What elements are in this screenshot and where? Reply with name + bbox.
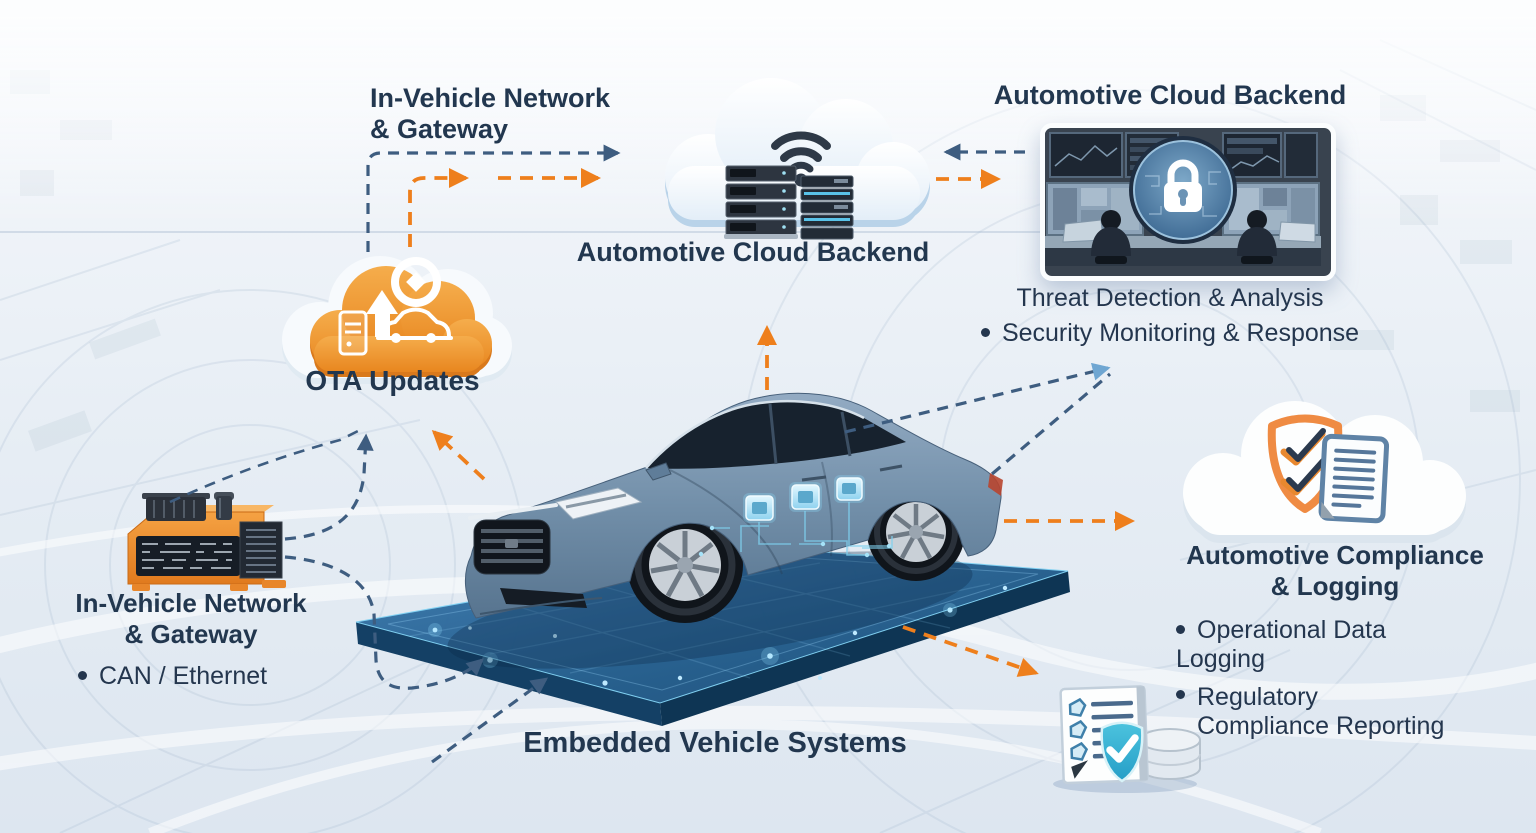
server-stack-icon bbox=[724, 165, 854, 240]
car-icon bbox=[376, 307, 453, 343]
backend-item-2: Security Monitoring & Response bbox=[930, 316, 1410, 351]
vehicle-illustration bbox=[355, 392, 1070, 726]
label-invehicle-left-line2: & Gateway bbox=[124, 619, 258, 649]
database-icon bbox=[1139, 728, 1201, 780]
compliance-cloud-icon bbox=[1183, 401, 1466, 543]
label-invehicle-left-line1: In-Vehicle Network bbox=[75, 588, 307, 618]
label-embedded-systems: Embedded Vehicle Systems bbox=[523, 727, 907, 759]
audit-log-icon bbox=[1053, 685, 1201, 793]
backend-item-2-text: Security Monitoring & Response bbox=[1001, 319, 1360, 347]
compliance-item-2-text: Regulatory Compliance Reporting bbox=[1197, 683, 1445, 740]
shield-check-icon bbox=[1100, 721, 1144, 783]
ecu-modules-icon bbox=[698, 475, 893, 558]
backend-item-1-text: Threat Detection & Analysis bbox=[1016, 284, 1324, 312]
compliance-item-1: Operational Data Logging bbox=[1176, 616, 1476, 674]
backend-bullet-list: Threat Detection & Analysis Security Mon… bbox=[930, 281, 1410, 351]
compliance-item-2: Regulatory Compliance Reporting bbox=[1176, 683, 1476, 741]
compliance-bullet-list: Operational Data Logging Regulatory Comp… bbox=[1176, 616, 1476, 741]
label-compliance-line2: & Logging bbox=[1270, 571, 1400, 601]
security-operations-center-image bbox=[1040, 123, 1336, 281]
compliance-item-1-text: Operational Data Logging bbox=[1176, 616, 1387, 673]
bullet-dot bbox=[78, 670, 87, 680]
bullet-dot bbox=[1176, 624, 1185, 634]
backend-item-1: Threat Detection & Analysis bbox=[930, 281, 1410, 316]
cloud-backend-icon bbox=[665, 78, 930, 240]
ota-cloud-icon bbox=[282, 256, 512, 384]
gateway-bullet-1: CAN / Ethernet bbox=[78, 662, 267, 691]
label-invehicle-top-line2: & Gateway bbox=[370, 114, 509, 144]
label-invehicle-top-line1: In-Vehicle Network bbox=[370, 83, 611, 113]
server-tower-icon bbox=[338, 310, 368, 356]
car-body bbox=[464, 392, 1003, 619]
bullet-dot bbox=[980, 327, 990, 337]
coin-badge-icon bbox=[391, 257, 441, 307]
bullet-dot bbox=[1176, 690, 1185, 699]
label-cloud-backend-center: Automotive Cloud Backend bbox=[576, 237, 930, 267]
lock-icon bbox=[1129, 136, 1237, 244]
document-icon bbox=[1318, 433, 1390, 524]
label-compliance: Automotive Compliance & Logging bbox=[1180, 540, 1490, 602]
label-ota-updates: OTA Updates bbox=[305, 365, 480, 396]
analyst-silhouettes bbox=[1062, 210, 1316, 264]
label-cloud-backend-right-title: Automotive Cloud Backend bbox=[993, 80, 1347, 110]
gateway-bullet-1-text: CAN / Ethernet bbox=[99, 662, 268, 690]
upload-arrow-icon bbox=[366, 290, 398, 337]
label-invehicle-left: In-Vehicle Network & Gateway bbox=[58, 588, 324, 650]
label-invehicle-top: In-Vehicle Network & Gateway bbox=[370, 83, 610, 145]
label-compliance-line1: Automotive Compliance bbox=[1186, 540, 1484, 570]
